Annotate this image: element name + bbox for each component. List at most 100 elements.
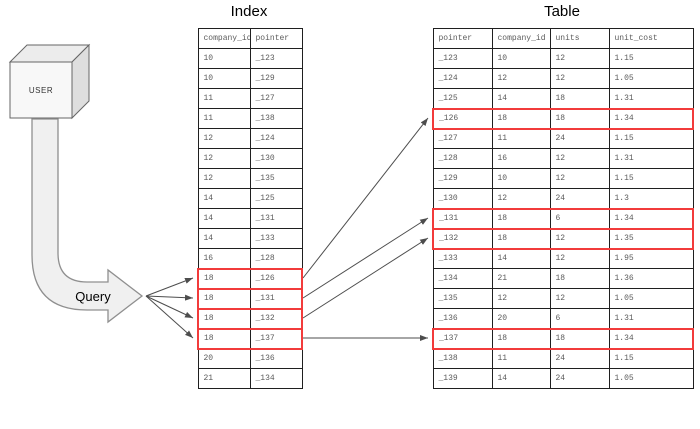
units-cell: 12 (549, 288, 610, 309)
table-row: 18_131 (197, 287, 303, 310)
table-row: 10_123 (197, 48, 303, 69)
company-id-cell: 10 (491, 48, 551, 69)
company-id-cell: 12 (491, 188, 551, 209)
pointer-cell: _134 (249, 368, 303, 389)
pointer-cell: _123 (432, 48, 493, 69)
pointer-cell: _130 (432, 188, 493, 209)
pointer-cell: _130 (249, 148, 303, 169)
units-cell: 12 (549, 48, 610, 69)
company-id-cell: 21 (197, 368, 251, 389)
pointer-cell: _127 (249, 88, 303, 109)
index-to-table-arrow (302, 117, 429, 279)
pointer-cell: _124 (432, 68, 493, 89)
query-to-index-arrow (145, 294, 194, 301)
table-row: 20_136 (197, 348, 303, 369)
company-id-cell: 18 (491, 227, 551, 250)
units-cell: 12 (549, 227, 610, 250)
query-to-index-arrow (145, 295, 194, 339)
pointer-cell: _133 (249, 228, 303, 249)
index-col-pointer: pointer (249, 28, 303, 49)
cube-front-face (9, 61, 73, 119)
unit-cost-cell: 1.35 (608, 227, 694, 250)
units-cell: 24 (549, 128, 610, 149)
pointer-cell: _138 (249, 108, 303, 129)
units-cell: 6 (549, 207, 610, 230)
pointer-cell: _131 (249, 287, 303, 310)
table-col-units: units (549, 28, 610, 49)
table-row: 11_127 (197, 88, 303, 109)
company-id-cell: 16 (491, 148, 551, 169)
units-cell: 24 (549, 368, 610, 389)
units-cell: 6 (549, 308, 610, 329)
units-cell: 18 (549, 327, 610, 350)
pointer-cell: _137 (249, 327, 303, 350)
table-row: 11_138 (197, 108, 303, 129)
company-id-cell: 18 (491, 327, 551, 350)
unit-cost-cell: 1.34 (608, 327, 694, 350)
table-title: Table (544, 3, 580, 20)
company-id-cell: 12 (197, 168, 251, 189)
table-row: 18_137 (197, 327, 303, 350)
index-col-company-id: company_id (197, 28, 251, 49)
unit-cost-cell: 1.15 (608, 168, 694, 189)
company-id-cell: 14 (197, 228, 251, 249)
company-id-cell: 18 (197, 307, 251, 330)
company-id-cell: 12 (491, 68, 551, 89)
company-id-cell: 10 (197, 68, 251, 89)
company-id-cell: 14 (491, 88, 551, 109)
company-id-cell: 16 (197, 248, 251, 269)
table-row: 12_124 (197, 128, 303, 149)
units-cell: 12 (549, 148, 610, 169)
company-id-cell: 20 (491, 308, 551, 329)
pointer-cell: _123 (249, 48, 303, 69)
table-row: 18_132 (197, 307, 303, 330)
pointer-cell: _136 (249, 348, 303, 369)
table-row: 10_129 (197, 68, 303, 89)
unit-cost-cell: 1.3 (608, 188, 694, 209)
query-arrow-label: Query (75, 289, 111, 304)
company-id-cell: 12 (197, 128, 251, 149)
pointer-cell: _126 (432, 107, 493, 130)
company-id-cell: 21 (491, 268, 551, 289)
company-id-cell: 11 (491, 348, 551, 369)
unit-cost-cell: 1.31 (608, 88, 694, 109)
user-cube (8, 43, 91, 120)
units-cell: 24 (549, 348, 610, 369)
index-title: Index (230, 3, 268, 20)
company-id-cell: 12 (197, 148, 251, 169)
table-row: 14_125 (197, 188, 303, 209)
unit-cost-cell: 1.34 (608, 207, 694, 230)
pointer-cell: _132 (432, 227, 493, 250)
unit-cost-cell: 1.95 (608, 248, 694, 269)
pointer-cell: _128 (432, 148, 493, 169)
unit-cost-cell: 1.15 (608, 348, 694, 369)
pointer-cell: _127 (432, 128, 493, 149)
units-cell: 18 (549, 268, 610, 289)
company-id-cell: 18 (197, 287, 251, 310)
unit-cost-cell: 1.05 (608, 68, 694, 89)
company-id-cell: 12 (491, 288, 551, 309)
table-row: 18_126 (197, 267, 303, 290)
pointer-cell: _139 (432, 368, 493, 389)
company-id-cell: 18 (491, 107, 551, 130)
unit-cost-cell: 1.05 (608, 288, 694, 309)
user-cube-label: USER (28, 85, 54, 95)
index-to-table-arrow (302, 217, 429, 299)
table-row: 12_135 (197, 168, 303, 189)
table-col-pointer: pointer (432, 28, 493, 49)
